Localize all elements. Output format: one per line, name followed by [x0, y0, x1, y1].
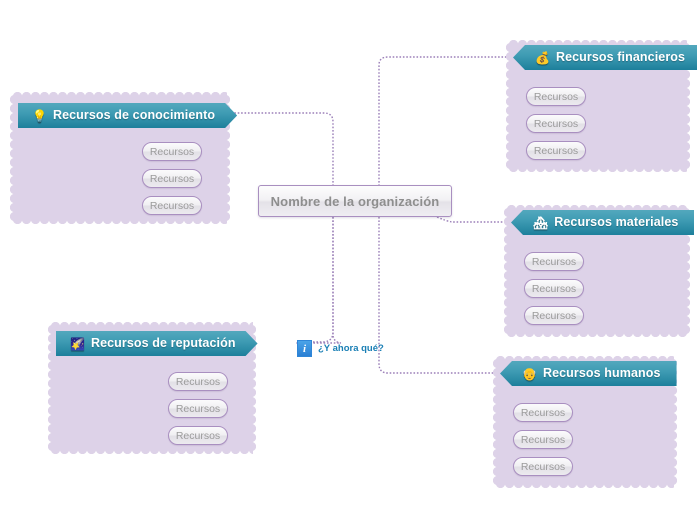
leaf-pill[interactable]: Recursos [142, 196, 202, 215]
lightbulb-icon: 💡 [32, 108, 47, 123]
leaf-pill[interactable]: Recursos [524, 306, 584, 325]
info-node-label: ¿Y ahora qué? [318, 343, 384, 354]
leaf-pill[interactable]: Recursos [168, 426, 228, 445]
leaf-pill[interactable]: Recursos [513, 430, 573, 449]
cloud-edge-right [221, 95, 230, 221]
wire-info-elbow [297, 217, 334, 343]
branch-header-materiales[interactable]: 🏘 Recursos materiales [511, 210, 695, 235]
cloud-edge-right [668, 359, 677, 485]
money-bag-icon: 💰 [535, 50, 550, 65]
leaf-pill[interactable]: Recursos [142, 169, 202, 188]
leaf-pill[interactable]: Recursos [168, 372, 228, 391]
comet-icon: 🌠 [70, 336, 85, 351]
wire-central-conocimiento [228, 112, 334, 186]
leaf-pill[interactable]: Recursos [524, 252, 584, 271]
cloud-edge-left [48, 325, 57, 451]
cloud-edge-right [681, 43, 690, 169]
info-node[interactable]: i ¿Y ahora qué? [297, 340, 384, 357]
branch-label-financieros: Recursos financieros [555, 50, 686, 64]
central-node[interactable]: Nombre de la organización [258, 185, 452, 217]
cloud-edge-left [10, 95, 19, 221]
branch-header-conocimiento[interactable]: 💡 Recursos de conocimiento [18, 103, 237, 128]
branch-header-humanos[interactable]: 👴 Recursos humanos [500, 361, 677, 386]
leaf-pill[interactable]: Recursos [524, 279, 584, 298]
leaf-pill[interactable]: Recursos [142, 142, 202, 161]
info-icon: i [297, 340, 312, 357]
leaf-pill[interactable]: Recursos [526, 114, 586, 133]
wire-central-info [296, 217, 342, 344]
cloud-edge-right [681, 208, 690, 334]
houses-icon: 🏘 [533, 215, 549, 230]
leaf-pill[interactable]: Recursos [513, 457, 573, 476]
wire-central-financieros [378, 56, 515, 186]
branch-header-financieros[interactable]: 💰 Recursos financieros [513, 45, 697, 70]
leaf-pill[interactable]: Recursos [168, 399, 228, 418]
person-icon: 👴 [522, 366, 537, 381]
branch-label-reputacion: Recursos de reputación [90, 336, 236, 350]
cloud-edge-right [247, 325, 256, 451]
cloud-edge-left [504, 208, 513, 334]
wire-central-humanos [378, 217, 505, 374]
leaf-pill[interactable]: Recursos [526, 141, 586, 160]
leaf-pill[interactable]: Recursos [513, 403, 573, 422]
branch-label-materiales: Recursos materiales [554, 215, 679, 229]
branch-label-conocimiento: Recursos de conocimiento [52, 108, 216, 122]
cloud-edge-left [493, 359, 502, 485]
cloud-edge-left [506, 43, 515, 169]
leaf-pill[interactable]: Recursos [526, 87, 586, 106]
branch-header-reputacion[interactable]: 🌠 Recursos de reputación [56, 331, 258, 356]
branch-label-humanos: Recursos humanos [542, 366, 661, 380]
